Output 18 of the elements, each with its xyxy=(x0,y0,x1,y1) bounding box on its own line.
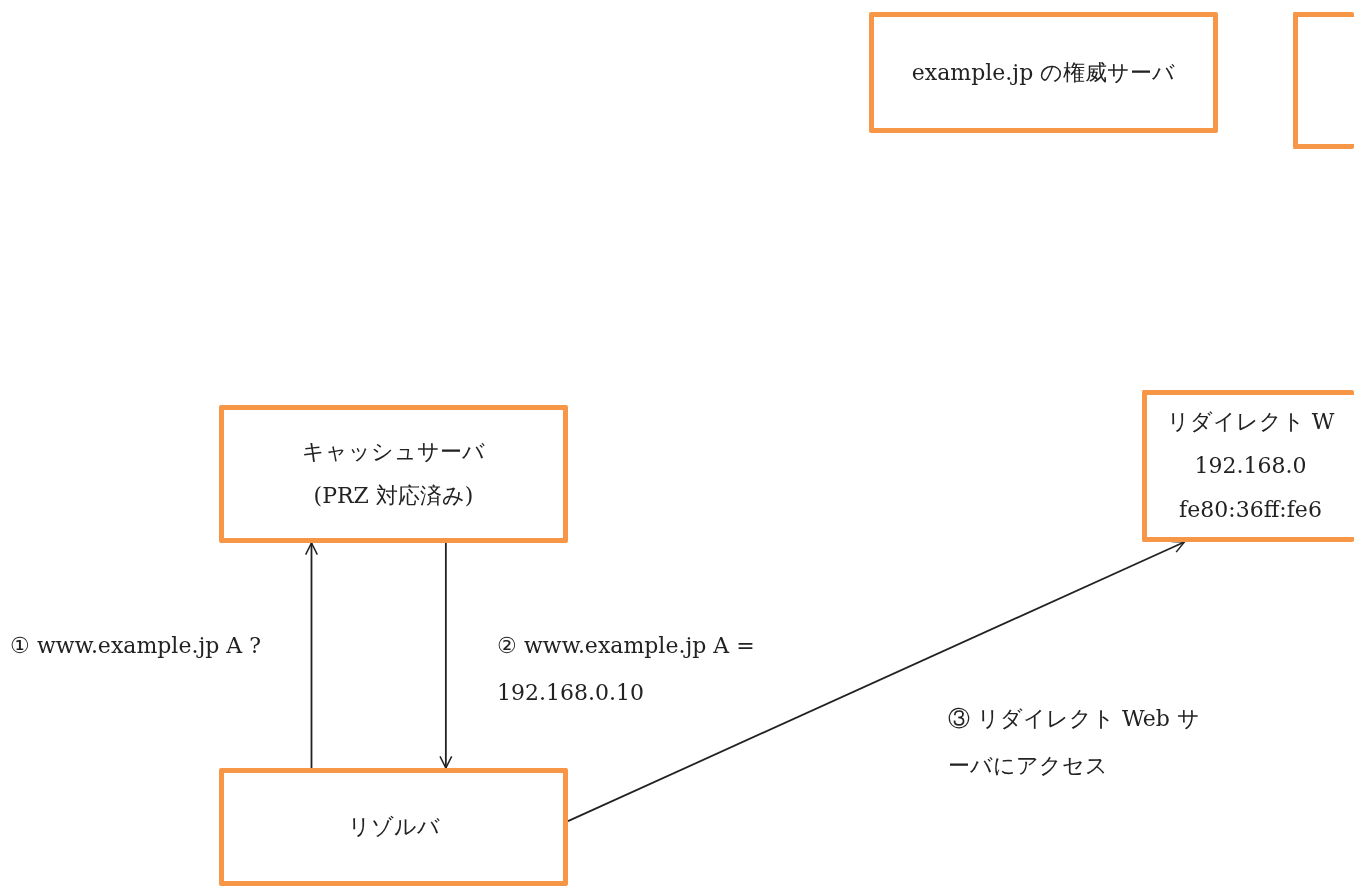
server-box xyxy=(869,12,1218,133)
server-box xyxy=(1142,390,1354,542)
node-text: fe80:36ff:fe6 xyxy=(1179,496,1322,524)
server-box xyxy=(219,405,568,543)
server-box xyxy=(1293,12,1354,149)
node-text: 192.168.0 xyxy=(1194,452,1307,480)
node-text: リダイレクト W xyxy=(1166,408,1335,436)
arrow xyxy=(567,540,1186,822)
node-text: リゾルバ xyxy=(347,813,440,841)
edge-label: ① www.example.jp A ? xyxy=(10,632,262,660)
arrow xyxy=(304,542,319,769)
edge-label: ③ リダイレクト Web サーバにアクセス xyxy=(948,705,1201,780)
node-text: example.jp の権威サーバ xyxy=(911,58,1176,87)
server-box xyxy=(219,768,568,886)
arrow xyxy=(439,542,453,769)
node-text: (PRZ 対応済み) xyxy=(313,482,474,510)
edge-label: ② www.example.jp A = 192.168.0.10 xyxy=(497,632,756,707)
node-text: キャッシュサーバ xyxy=(302,438,485,466)
